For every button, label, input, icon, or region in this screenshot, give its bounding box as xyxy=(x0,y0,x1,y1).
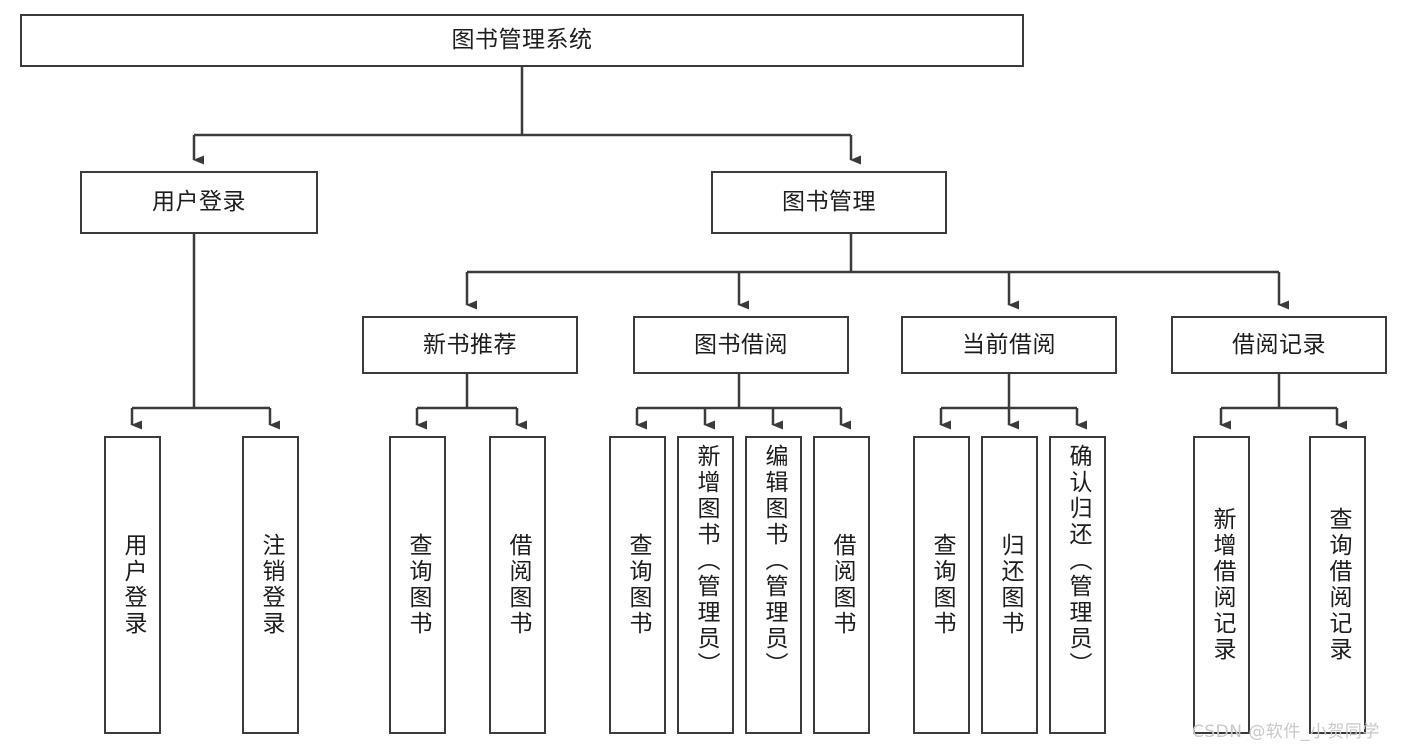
edge-book-manage-branch xyxy=(465,234,1289,310)
node-book-management-system[interactable]: 图书管理系统 xyxy=(20,14,1024,67)
node-label: 借阅图书 xyxy=(505,533,531,637)
edge-new-book-branch xyxy=(415,374,527,430)
edge-user-login-branch xyxy=(130,234,280,430)
node-label: 用户登录 xyxy=(120,533,146,637)
node-book-borrowing[interactable]: 图书借阅 xyxy=(633,316,849,374)
csdn-watermark: CSDN @软件_小贺同学 xyxy=(1192,722,1380,742)
leaf-query-book-new[interactable]: 查询图书 xyxy=(389,436,446,734)
edge-current-borrow-branch xyxy=(939,374,1087,430)
leaf-borrow-book[interactable]: 借阅图书 xyxy=(813,436,870,734)
node-user-login[interactable]: 用户登录 xyxy=(80,171,318,234)
node-label: 查询借阅记录 xyxy=(1325,507,1351,663)
node-borrowing-records[interactable]: 借阅记录 xyxy=(1171,316,1387,374)
node-label: 新书推荐 xyxy=(423,331,517,358)
node-label: 新增借阅记录 xyxy=(1209,507,1235,663)
leaf-query-borrow-record[interactable]: 查询借阅记录 xyxy=(1309,436,1366,734)
leaf-query-book-current[interactable]: 查询图书 xyxy=(913,436,970,734)
node-label: 查询图书 xyxy=(929,533,955,637)
node-label: 查询图书 xyxy=(625,533,651,637)
leaf-query-book-borrow[interactable]: 查询图书 xyxy=(609,436,666,734)
node-label: 查询图书 xyxy=(405,533,431,637)
node-label: 图书管理 xyxy=(782,189,876,215)
node-label: 借阅记录 xyxy=(1232,331,1326,358)
node-label: 当前借阅 xyxy=(962,331,1056,358)
node-new-book-recommendation[interactable]: 新书推荐 xyxy=(362,316,578,374)
node-label: 编辑图书（管理员） xyxy=(761,444,787,678)
leaf-confirm-return-admin[interactable]: 确认归还（管理员） xyxy=(1049,436,1106,734)
leaf-edit-book-admin[interactable]: 编辑图书（管理员） xyxy=(745,436,802,734)
node-label: 注销登录 xyxy=(258,533,284,637)
leaf-return-book[interactable]: 归还图书 xyxy=(981,436,1038,734)
node-label: 用户登录 xyxy=(152,189,246,215)
node-label: 图书管理系统 xyxy=(451,27,593,53)
edge-book-borrow-branch xyxy=(635,374,851,430)
edge-borrow-record-branch xyxy=(1219,374,1347,430)
node-label: 确认归还（管理员） xyxy=(1065,444,1091,678)
node-label: 新增图书（管理员） xyxy=(693,444,719,678)
edge-root-trunk xyxy=(192,67,861,165)
node-current-borrowing[interactable]: 当前借阅 xyxy=(901,316,1117,374)
leaf-add-borrow-record[interactable]: 新增借阅记录 xyxy=(1193,436,1250,734)
node-book-management[interactable]: 图书管理 xyxy=(711,171,947,234)
node-label: 归还图书 xyxy=(997,533,1023,637)
node-label: 借阅图书 xyxy=(829,533,855,637)
leaf-user-login[interactable]: 用户登录 xyxy=(104,436,161,734)
leaf-borrow-book-new[interactable]: 借阅图书 xyxy=(489,436,546,734)
leaf-add-book-admin[interactable]: 新增图书（管理员） xyxy=(677,436,734,734)
node-label: 图书借阅 xyxy=(694,331,788,358)
leaf-logout-login[interactable]: 注销登录 xyxy=(242,436,299,734)
